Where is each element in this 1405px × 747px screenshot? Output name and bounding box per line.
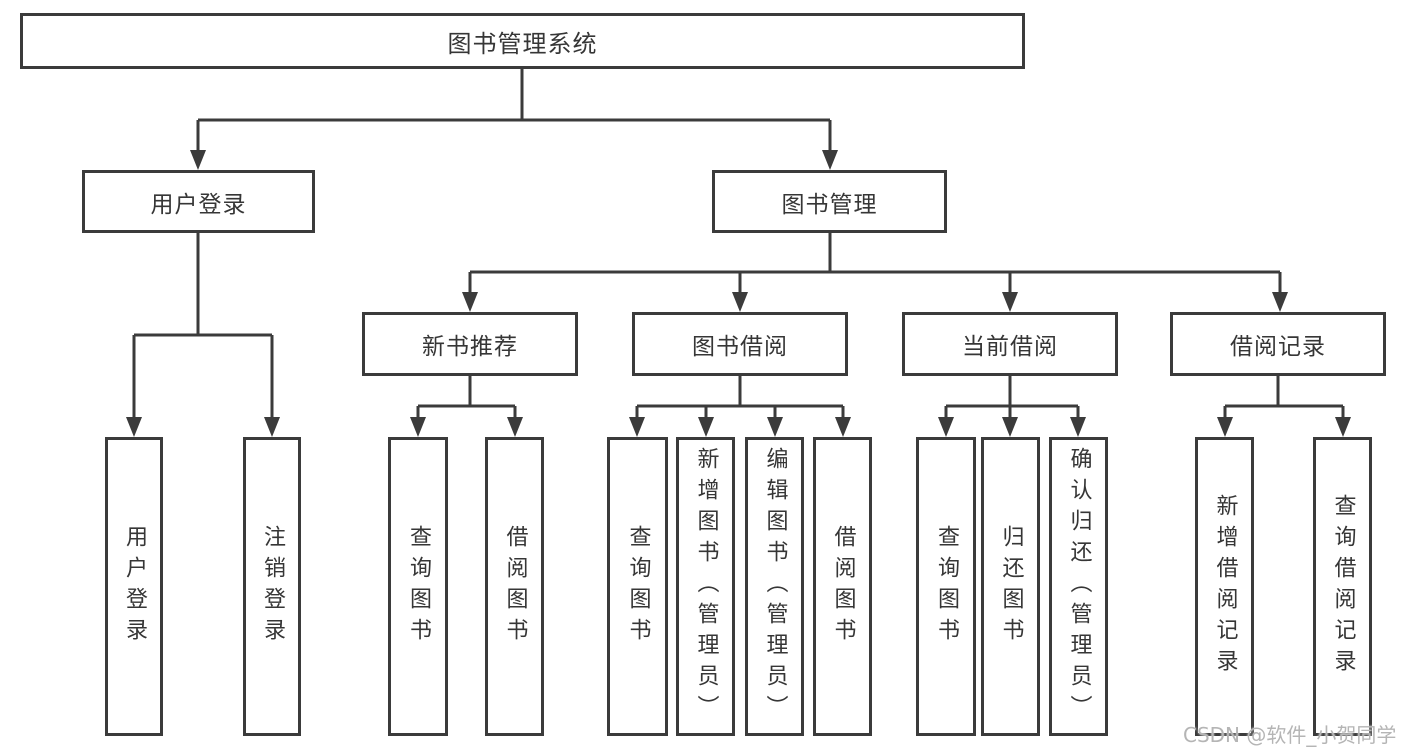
- leaf-query-borrow-record: 查询借阅记录: [1313, 437, 1372, 736]
- leaf-edit-books-admin: 编辑图书（管理员）: [745, 437, 804, 736]
- node-current-borrowing: 当前借阅: [902, 312, 1118, 376]
- node-label: 新增借阅记录: [1212, 493, 1238, 680]
- leaf-return-books: 归还图书: [981, 437, 1040, 736]
- connector-paths: [132, 68, 1345, 421]
- leaf-confirm-return-admin: 确认归还（管理员）: [1049, 437, 1108, 736]
- node-label: 新增图书（管理员）: [693, 447, 719, 726]
- node-user-login: 用户登录: [82, 170, 315, 233]
- arrowheads: [126, 150, 1351, 437]
- leaf-borrow-books: 借阅图书: [813, 437, 872, 736]
- leaf-user-login: 用户登录: [105, 437, 163, 736]
- node-book-management: 图书管理: [712, 170, 947, 233]
- leaf-add-books-admin: 新增图书（管理员）: [676, 437, 735, 736]
- leaf-logout: 注销登录: [243, 437, 301, 736]
- node-label: 用户登录: [122, 524, 147, 649]
- node-label: 当前借阅: [962, 334, 1058, 360]
- node-label: 注销登录: [260, 524, 285, 649]
- node-new-book-recommend: 新书推荐: [362, 312, 578, 376]
- leaf-borrow-books-recommend: 借阅图书: [485, 437, 544, 736]
- node-book-borrowing: 图书借阅: [632, 312, 848, 376]
- node-label: 确认归还（管理员）: [1066, 447, 1092, 726]
- node-library-management-system: 图书管理系统: [20, 13, 1025, 69]
- leaf-query-books-current: 查询图书: [916, 437, 976, 736]
- node-label: 图书借阅: [692, 334, 788, 360]
- node-borrow-records: 借阅记录: [1170, 312, 1386, 376]
- node-label: 查询借阅记录: [1330, 493, 1356, 680]
- csdn-watermark: CSDN @软件_小贺同学: [1183, 723, 1397, 747]
- node-label: 新书推荐: [422, 334, 518, 360]
- leaf-add-borrow-record: 新增借阅记录: [1195, 437, 1254, 736]
- node-label: 查询图书: [625, 524, 651, 649]
- node-label: 查询图书: [934, 524, 959, 649]
- node-label: 借阅图书: [502, 524, 528, 649]
- leaf-query-books-recommend: 查询图书: [388, 437, 448, 736]
- node-label: 借阅图书: [830, 524, 856, 649]
- leaf-query-books-borrowing: 查询图书: [607, 437, 668, 736]
- node-label: 用户登录: [150, 191, 247, 218]
- node-label: 图书管理系统: [447, 29, 598, 58]
- node-label: 借阅记录: [1230, 334, 1326, 360]
- node-label: 编辑图书（管理员）: [762, 447, 788, 726]
- node-label: 归还图书: [998, 524, 1024, 649]
- node-label: 查询图书: [406, 524, 431, 649]
- node-label: 图书管理: [781, 191, 878, 218]
